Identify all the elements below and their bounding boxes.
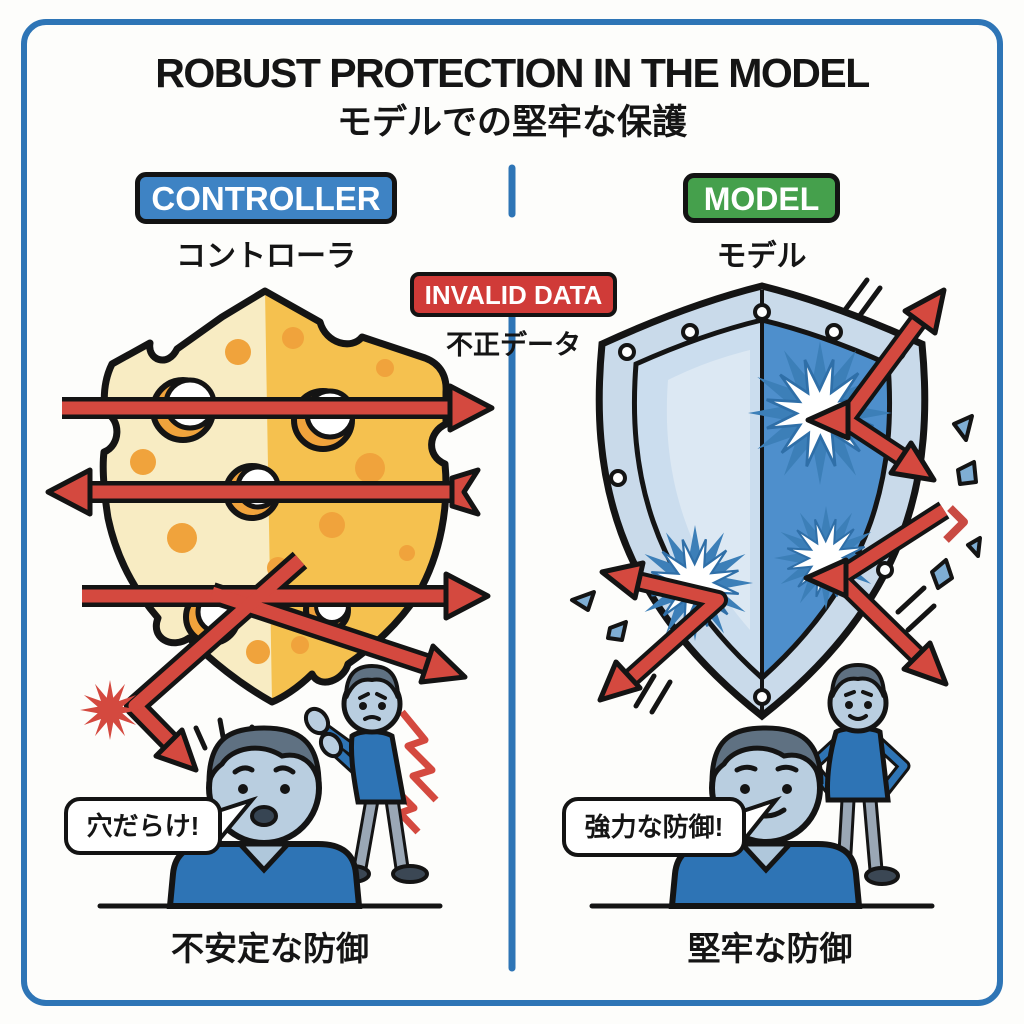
model-label-jp: モデル bbox=[716, 240, 807, 273]
controller-badge: CONTROLLER bbox=[135, 172, 397, 224]
arrow-tail-notch bbox=[449, 467, 481, 517]
penetrating-arrows bbox=[45, 383, 495, 835]
arrow-head-right-2 bbox=[443, 571, 491, 621]
arrow-head-ricochet bbox=[153, 727, 199, 773]
arrow-head-left bbox=[45, 467, 93, 517]
confident-people bbox=[589, 662, 935, 909]
caption-right: 堅牢な防御 bbox=[687, 930, 853, 967]
invalid-data-label-jp: 不正データ bbox=[446, 330, 581, 360]
worried-people bbox=[97, 663, 443, 909]
invalid-data-badge: INVALID DATA bbox=[410, 272, 617, 317]
model-badge: MODEL bbox=[683, 173, 840, 223]
speech-bubble-right: 強力な防御! bbox=[562, 797, 746, 857]
arrow-head-diagonal bbox=[418, 643, 468, 685]
motion-lines bbox=[633, 277, 937, 715]
red-fragment bbox=[943, 505, 968, 543]
arrow-head-right-1 bbox=[447, 383, 495, 433]
cheese-dots bbox=[130, 327, 415, 664]
debris-shards bbox=[570, 414, 982, 642]
cheese-outline bbox=[99, 287, 450, 706]
speech-bubble-left: 穴だらけ! bbox=[64, 797, 222, 855]
title-japanese: モデルでの堅牢な保護 bbox=[336, 103, 687, 142]
impact-burst-red bbox=[80, 680, 140, 740]
deflected-arrows bbox=[570, 277, 982, 715]
happy-bust-man bbox=[668, 725, 863, 909]
title-english: ROBUST PROTECTION IN THE MODEL bbox=[155, 50, 870, 96]
controller-label-jp: コントローラ bbox=[176, 240, 356, 273]
caption-left: 不安定な防御 bbox=[171, 930, 369, 967]
pain-zigzags bbox=[393, 709, 439, 835]
outer-frame bbox=[21, 19, 1003, 1006]
